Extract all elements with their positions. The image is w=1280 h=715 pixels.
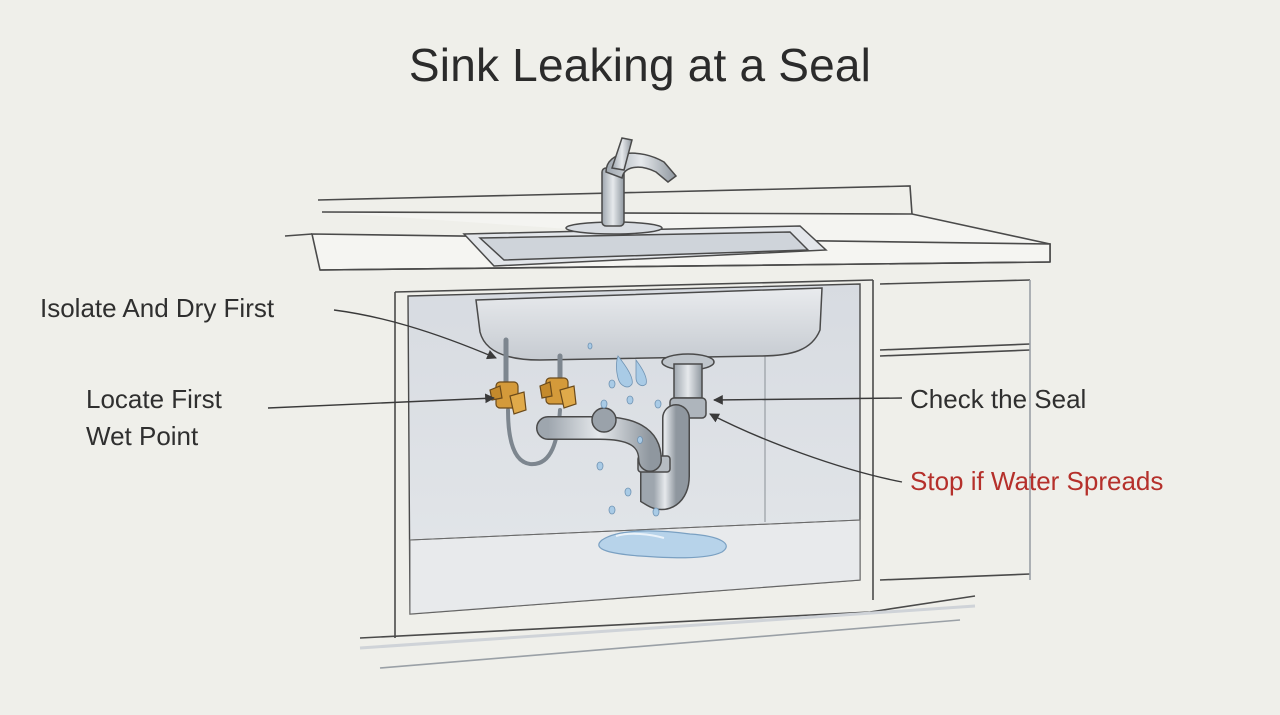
arrow-locate <box>267 393 495 409</box>
arrow-isolate <box>333 309 497 360</box>
label-locate-wet-point: Locate First Wet Point <box>86 381 222 455</box>
sink-basin <box>475 287 823 361</box>
arrow-stop <box>709 413 903 483</box>
cabinet <box>359 279 1031 669</box>
p-trap-icon <box>536 353 715 511</box>
label-isolate-and-dry: Isolate And Dry First <box>40 293 275 323</box>
label-locate-line1: Locate First <box>86 384 222 414</box>
label-locate-line2: Wet Point <box>86 421 199 451</box>
water-puddle-icon <box>598 530 727 559</box>
faucet-icon <box>565 137 678 235</box>
label-check-seal: Check the Seal <box>910 384 1087 414</box>
water-drop-icon <box>587 342 662 517</box>
sink-rim <box>462 225 828 267</box>
cabinet-interior <box>407 283 861 615</box>
page-title: Sink Leaking at a Seal <box>408 39 872 91</box>
arrow-check <box>713 395 903 405</box>
callout-arrows <box>267 309 903 483</box>
label-stop-if-water-spreads: Stop if Water Spreads <box>910 466 1164 496</box>
shutoff-valve-icon <box>489 377 577 415</box>
